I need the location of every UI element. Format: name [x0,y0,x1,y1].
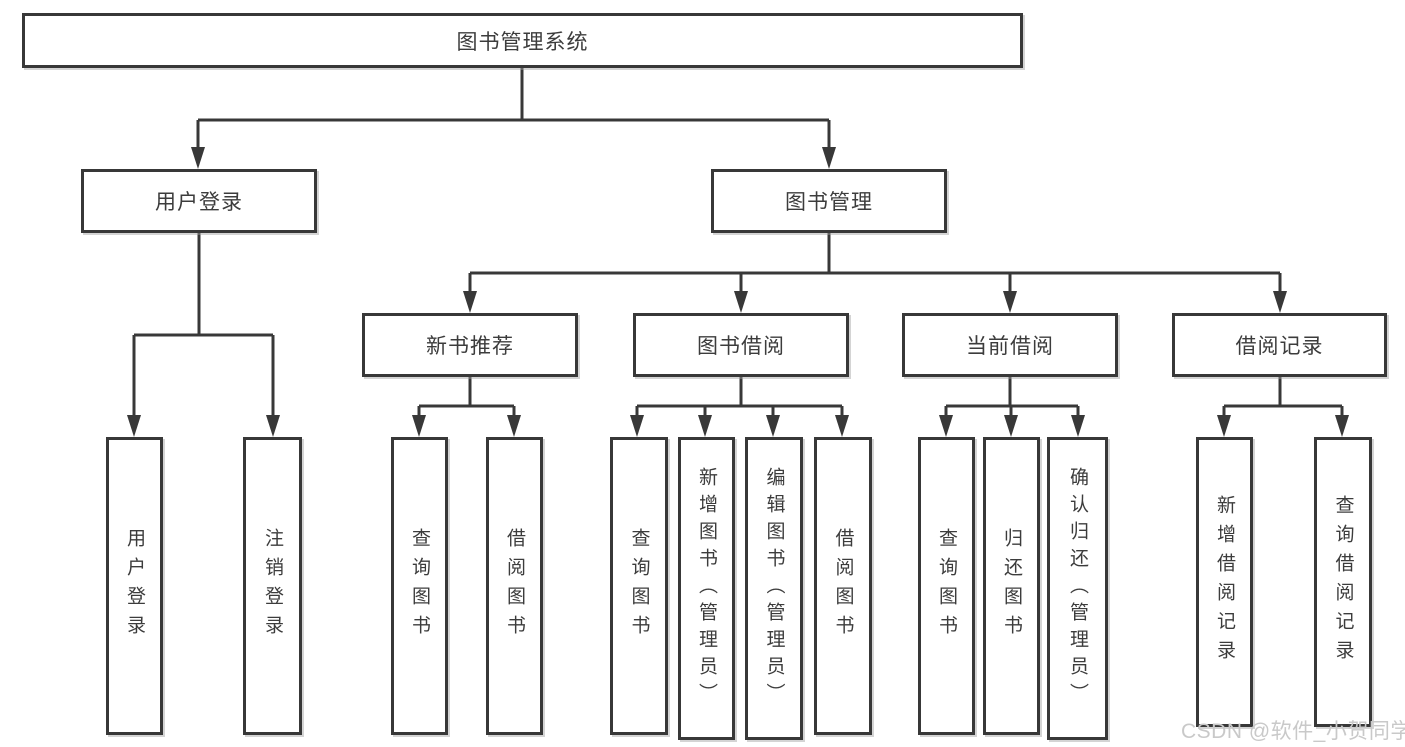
leaf-add-borrow-record: 新增借阅记录 [1196,437,1253,727]
leaf-borrowing-query-books: 查询图书 [610,437,668,735]
leaf-newbook-query-books-label: 查询图书 [409,528,430,644]
leaf-query-borrow-record: 查询借阅记录 [1314,437,1372,727]
leaf-logout: 注销登录 [243,437,302,735]
leaf-user-login: 用户登录 [106,437,163,735]
node-book-management-label: 图书管理 [785,191,873,214]
node-book-management: 图书管理 [711,169,947,233]
node-borrow-records-label: 借阅记录 [1235,335,1324,358]
leaf-logout-label: 注销登录 [262,528,283,644]
leaf-add-books-admin-label: 新增图书（管理员） [696,467,717,710]
leaf-newbook-borrow-books: 借阅图书 [486,437,543,735]
leaf-return-books: 归还图书 [983,437,1040,735]
node-book-borrowing-label: 图书借阅 [697,335,785,358]
node-root-label: 图书管理系统 [456,30,589,54]
leaf-borrowing-borrow-books: 借阅图书 [814,437,872,735]
leaf-user-login-label: 用户登录 [124,528,145,644]
leaf-edit-books-admin: 编辑图书（管理员） [745,437,803,740]
leaf-current-query-books-label: 查询图书 [936,528,957,644]
leaf-edit-books-admin-label: 编辑图书（管理员） [763,467,785,710]
leaf-add-borrow-record-label: 新增借阅记录 [1214,495,1235,669]
watermark: CSDN @软件_小贺同学 [1181,720,1405,743]
node-book-borrowing: 图书借阅 [633,313,849,377]
leaf-current-query-books: 查询图书 [918,437,975,735]
leaf-query-borrow-record-label: 查询借阅记录 [1332,495,1354,669]
node-borrow-records: 借阅记录 [1172,313,1387,377]
node-current-borrowing: 当前借阅 [902,313,1118,377]
leaf-newbook-borrow-books-label: 借阅图书 [504,528,525,644]
arrowheads [127,147,1349,437]
node-current-borrowing-label: 当前借阅 [966,335,1054,358]
leaf-newbook-query-books: 查询图书 [391,437,448,735]
leaf-return-books-label: 归还图书 [1001,528,1022,644]
leaf-borrowing-query-books-label: 查询图书 [628,528,650,644]
leaf-add-books-admin: 新增图书（管理员） [678,437,735,740]
node-root: 图书管理系统 [22,13,1023,68]
connector-paths [132,68,1344,416]
node-user-login-label: 用户登录 [155,191,243,214]
node-new-book-recommend-label: 新书推荐 [426,335,514,358]
leaf-borrowing-borrow-books-label: 借阅图书 [832,528,854,644]
node-user-login: 用户登录 [81,169,317,233]
node-new-book-recommend: 新书推荐 [362,313,578,377]
leaf-confirm-return-admin: 确认归还（管理员） [1047,437,1108,740]
leaf-confirm-return-admin-label: 确认归还（管理员） [1067,467,1088,710]
